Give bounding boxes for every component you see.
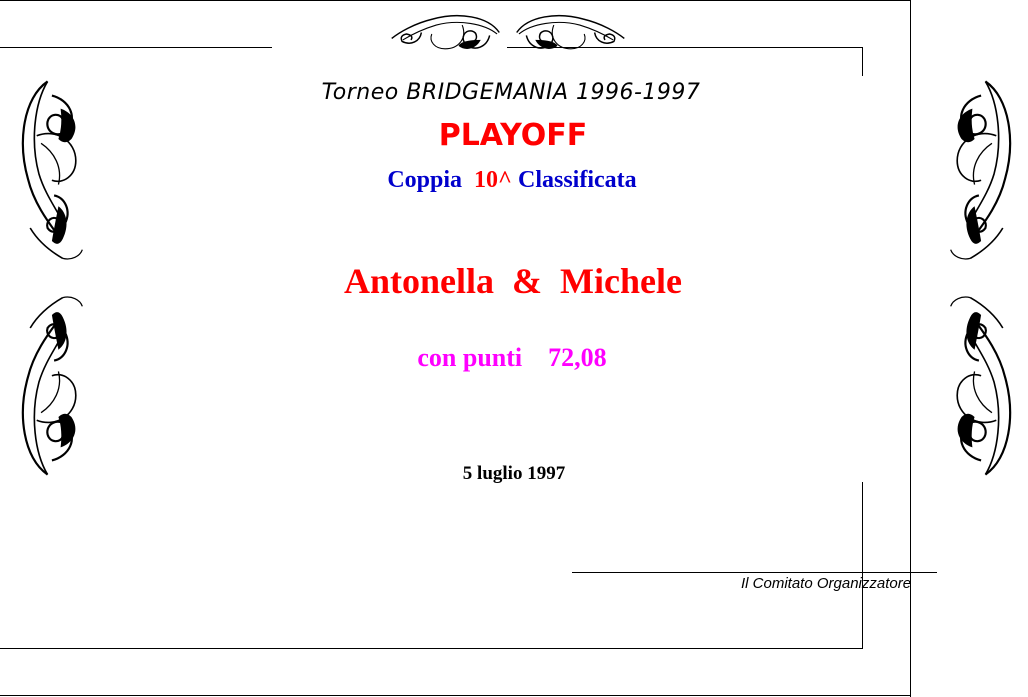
points-label: con punti <box>417 343 523 372</box>
flourish-ornament-icon <box>515 14 626 50</box>
border-right-inner-lower-line <box>862 482 863 649</box>
stage-title-text: PLAYOFF <box>438 118 588 153</box>
tournament-title-text: Torneo BRIDGEMANIA 1996-1997 <box>321 80 701 105</box>
border-top-right-line <box>507 47 863 48</box>
tournament-title: Torneo BRIDGEMANIA 1996-1997 <box>0 80 1028 105</box>
ranking-position: 10^ <box>474 167 512 193</box>
signature-label: Il Comitato Organizzatore <box>741 575 912 592</box>
ranking-prefix: Coppia <box>387 167 463 193</box>
border-right-inner-upper-line <box>862 47 863 76</box>
points-value: 72,08 <box>548 343 607 372</box>
winner-names: Antonella & Michele <box>0 260 1028 302</box>
ranking-line: Coppia 10^ Classificata <box>0 167 1028 194</box>
flourish-ornament-icon <box>390 14 501 50</box>
outer-right-line <box>910 0 911 697</box>
outer-top-line <box>0 0 911 1</box>
flourish-ornament-icon <box>949 295 1012 476</box>
ranking-group: Coppia 10^ Classificata <box>387 167 637 194</box>
border-bottom-line <box>0 648 863 649</box>
certificate-date-text: 5 luglio 1997 <box>462 463 566 484</box>
flourish-ornament-icon <box>21 295 84 476</box>
certificate-date: 5 luglio 1997 <box>0 463 1028 485</box>
points-line: con punti 72,08 <box>0 343 1028 373</box>
stage-title: PLAYOFF <box>0 118 1028 153</box>
outer-bottom-line <box>0 695 911 696</box>
points-group: con punti 72,08 <box>417 343 607 373</box>
signature-line <box>572 572 937 573</box>
winner-names-text: Antonella & Michele <box>344 261 682 301</box>
border-top-left-line <box>0 47 272 48</box>
ranking-suffix: Classificata <box>518 167 637 193</box>
